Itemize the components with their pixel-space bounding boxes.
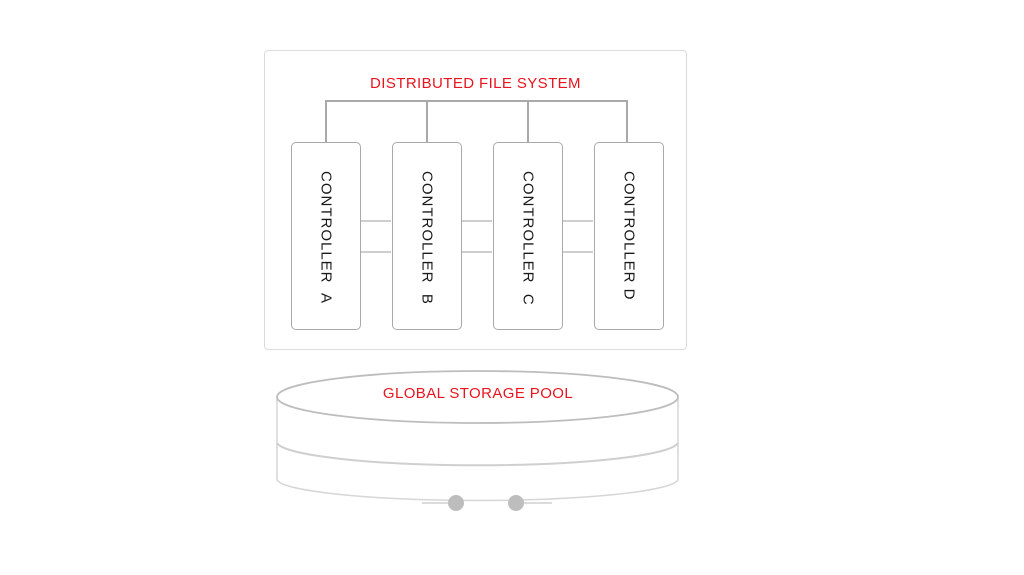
pool-connector-dots [422,495,552,511]
top-bus [325,100,628,142]
controller-a-box: CONTROLLER A [291,142,361,330]
controller-a-label: CONTROLLER A [317,171,335,305]
controller-c-label: CONTROLLER C [519,171,537,306]
controller-d-box: CONTROLLER D [594,142,664,330]
storage-pool-cylinder [276,370,679,502]
controller-c-box: CONTROLLER C [493,142,563,330]
controller-d-label: CONTROLLER D [620,171,638,301]
storage-pool-title: GLOBAL STORAGE POOL [382,385,574,402]
connector-dot-left [448,495,464,511]
controller-b-label: CONTROLLER B [418,171,436,305]
controller-b-box: CONTROLLER B [392,142,462,330]
connector-dot-right [508,495,524,511]
dfs-title: DISTRIBUTED FILE SYSTEM [370,75,581,92]
controller-interconnects [361,220,593,253]
